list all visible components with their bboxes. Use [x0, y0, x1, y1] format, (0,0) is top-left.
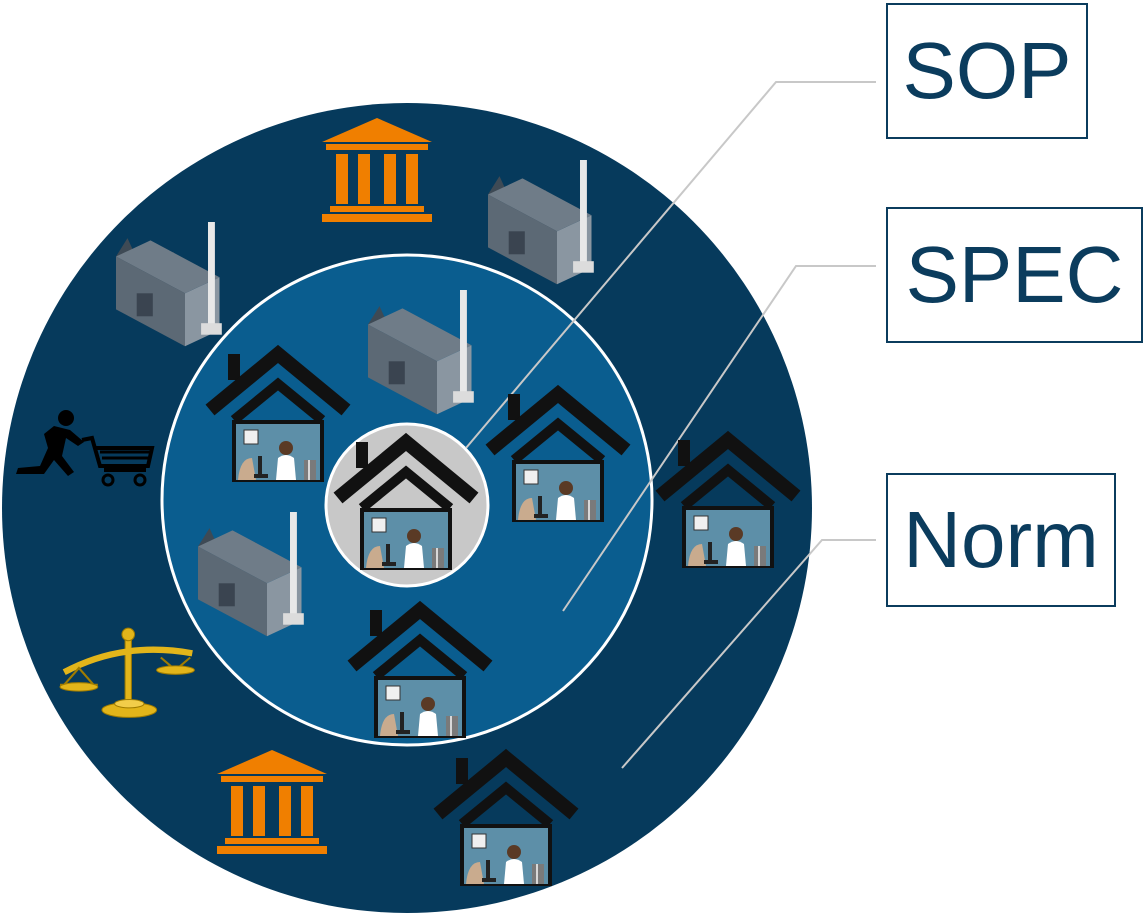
norm-connector	[621, 539, 876, 769]
sop-label: SOP	[886, 3, 1088, 139]
spec-label: SPEC	[886, 207, 1143, 343]
norm-label: Norm	[886, 473, 1116, 607]
spec-connector	[562, 265, 876, 612]
sop-connector	[465, 81, 876, 449]
